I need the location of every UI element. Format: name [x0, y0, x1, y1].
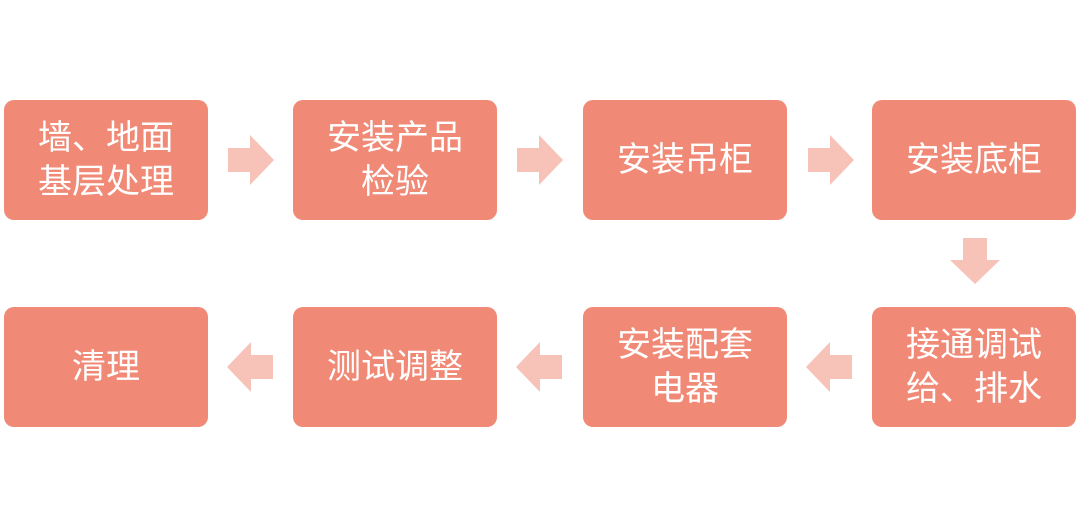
step-label: 安装底柜 [906, 140, 1042, 180]
step-wall-floor-base-treatment: 墙、地面 基层处理 [4, 100, 208, 220]
step-connect-water-supply-drainage: 接通调试 给、排水 [872, 307, 1076, 427]
step-test-adjust: 测试调整 [293, 307, 497, 427]
right-arrow-icon [517, 135, 563, 185]
left-arrow-icon [227, 342, 273, 392]
step-label: 接通调试 给、排水 [906, 325, 1042, 409]
step-label: 安装产品 检验 [327, 118, 463, 202]
step-label: 测试调整 [327, 347, 463, 387]
step-product-inspection: 安装产品 检验 [293, 100, 497, 220]
step-label: 墙、地面 基层处理 [38, 118, 174, 202]
step-label: 安装配套 电器 [617, 325, 753, 409]
down-arrow-icon [950, 238, 1000, 284]
step-label: 安装吊柜 [617, 140, 753, 180]
right-arrow-icon [808, 135, 854, 185]
step-label: 清理 [72, 347, 140, 387]
left-arrow-icon [806, 342, 852, 392]
left-arrow-icon [516, 342, 562, 392]
step-install-base-cabinet: 安装底柜 [872, 100, 1076, 220]
step-install-wall-cabinet: 安装吊柜 [583, 100, 787, 220]
step-cleanup: 清理 [4, 307, 208, 427]
right-arrow-icon [228, 135, 274, 185]
step-install-appliances: 安装配套 电器 [583, 307, 787, 427]
